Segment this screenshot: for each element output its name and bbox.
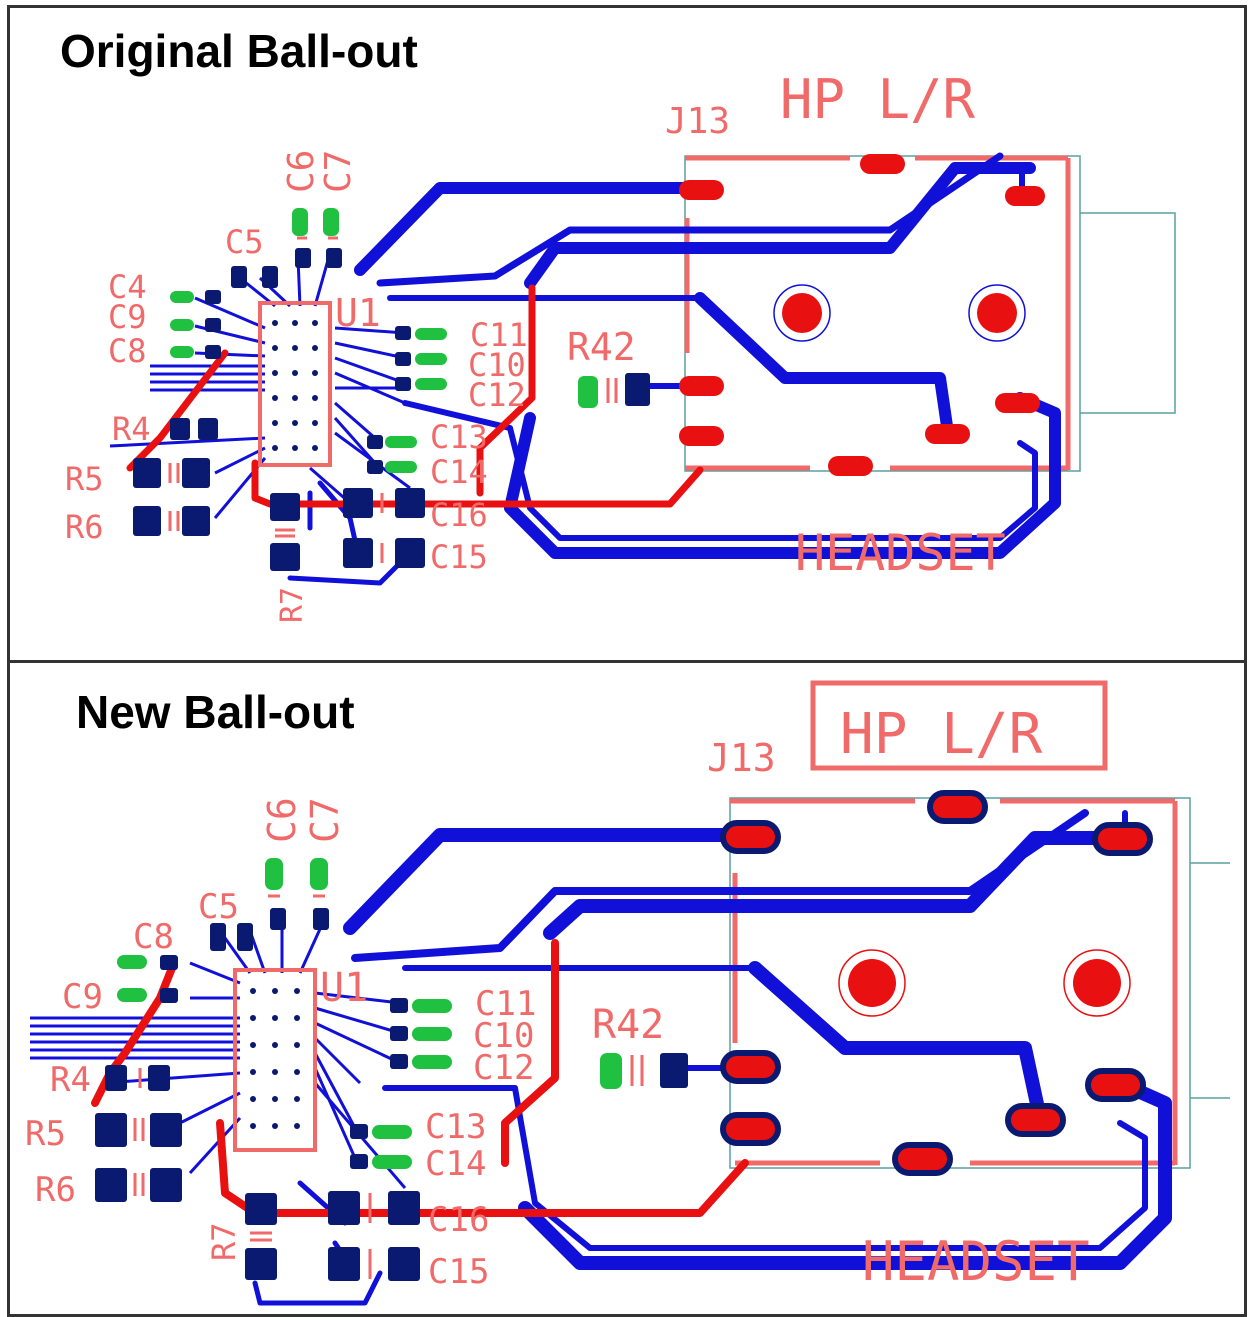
bottom-copper-traces <box>287 152 1061 586</box>
label-c14: C14 <box>425 1144 486 1184</box>
label-c10: C10 <box>468 346 526 384</box>
j13-silkscreen <box>684 155 1071 471</box>
passive-pads <box>95 858 688 1281</box>
label-c7: C7 <box>318 150 359 193</box>
label-r42: R42 <box>567 325 636 369</box>
label-c13: C13 <box>425 1107 486 1147</box>
label-c10: C10 <box>473 1016 534 1056</box>
j13-pads <box>679 154 1045 476</box>
passive-pads <box>133 208 650 571</box>
label-c16: C16 <box>428 1200 489 1240</box>
label-r5: R5 <box>25 1114 66 1154</box>
label-c15: C15 <box>430 538 488 576</box>
label-c5: C5 <box>198 887 239 927</box>
silkscreen-labels: C6 C7 C5 C4 C9 C8 R4 R5 R6 R7 U1 C11 C10… <box>65 68 1006 623</box>
u1-outline <box>233 968 317 1152</box>
panel-title: New Ball-out <box>76 686 355 738</box>
original-ballout-panel: Original Ball-out <box>7 5 1247 663</box>
connector-outline <box>729 797 1230 1169</box>
label-c6: C6 <box>260 797 304 843</box>
label-r7: R7 <box>275 587 310 623</box>
label-r7: R7 <box>205 1222 243 1261</box>
label-c4: C4 <box>108 268 147 306</box>
mounting-holes <box>773 284 1026 342</box>
label-c9: C9 <box>62 977 103 1017</box>
label-j13: J13 <box>707 736 776 780</box>
label-u1: U1 <box>335 291 381 335</box>
label-headset: HEADSET <box>795 524 1006 582</box>
label-c12: C12 <box>468 376 526 414</box>
label-c6: C6 <box>281 150 322 193</box>
pcb-layout-new: C6 C7 C5 C8 C9 R4 R5 R6 R7 U1 C11 C10 C1… <box>25 680 1230 1306</box>
label-u1: U1 <box>320 965 368 1011</box>
label-c7: C7 <box>303 797 347 843</box>
u1-outline <box>258 301 332 467</box>
label-c16: C16 <box>430 496 488 534</box>
label-r5: R5 <box>65 460 104 498</box>
label-r4: R4 <box>50 1060 91 1100</box>
label-j13: J13 <box>665 101 730 142</box>
label-c11: C11 <box>470 316 528 354</box>
panel-title: Original Ball-out <box>60 25 418 77</box>
label-c13: C13 <box>430 418 488 456</box>
u1-balls <box>250 988 300 1129</box>
label-c12: C12 <box>473 1048 534 1088</box>
pcb-layout-original: C6 C7 C5 C4 C9 C8 R4 R5 R6 R7 U1 C11 C10… <box>65 68 1176 623</box>
label-r6: R6 <box>35 1170 76 1210</box>
label-c15: C15 <box>428 1252 489 1292</box>
mounting-holes <box>838 949 1131 1017</box>
silkscreen-labels: C6 C7 C5 C8 C9 R4 R5 R6 R7 U1 C11 C10 C1… <box>25 702 1090 1293</box>
label-c14: C14 <box>430 453 488 491</box>
label-r42: R42 <box>592 1002 664 1048</box>
j13-pads <box>720 790 1153 1176</box>
label-hp-lr: HP L/R <box>780 68 976 131</box>
label-hp-lr: HP L/R <box>840 702 1043 767</box>
label-c9: C9 <box>108 298 147 336</box>
label-c5: C5 <box>225 223 264 261</box>
new-ballout-panel: New Ball-out <box>7 660 1247 1317</box>
label-r4: R4 <box>112 410 151 448</box>
u1-balls <box>272 320 318 451</box>
label-c11: C11 <box>475 984 536 1024</box>
label-c8: C8 <box>133 917 174 957</box>
label-headset: HEADSET <box>862 1230 1090 1293</box>
label-c8: C8 <box>108 332 147 370</box>
fanout-traces <box>30 917 407 1189</box>
label-r6: R6 <box>65 508 104 546</box>
